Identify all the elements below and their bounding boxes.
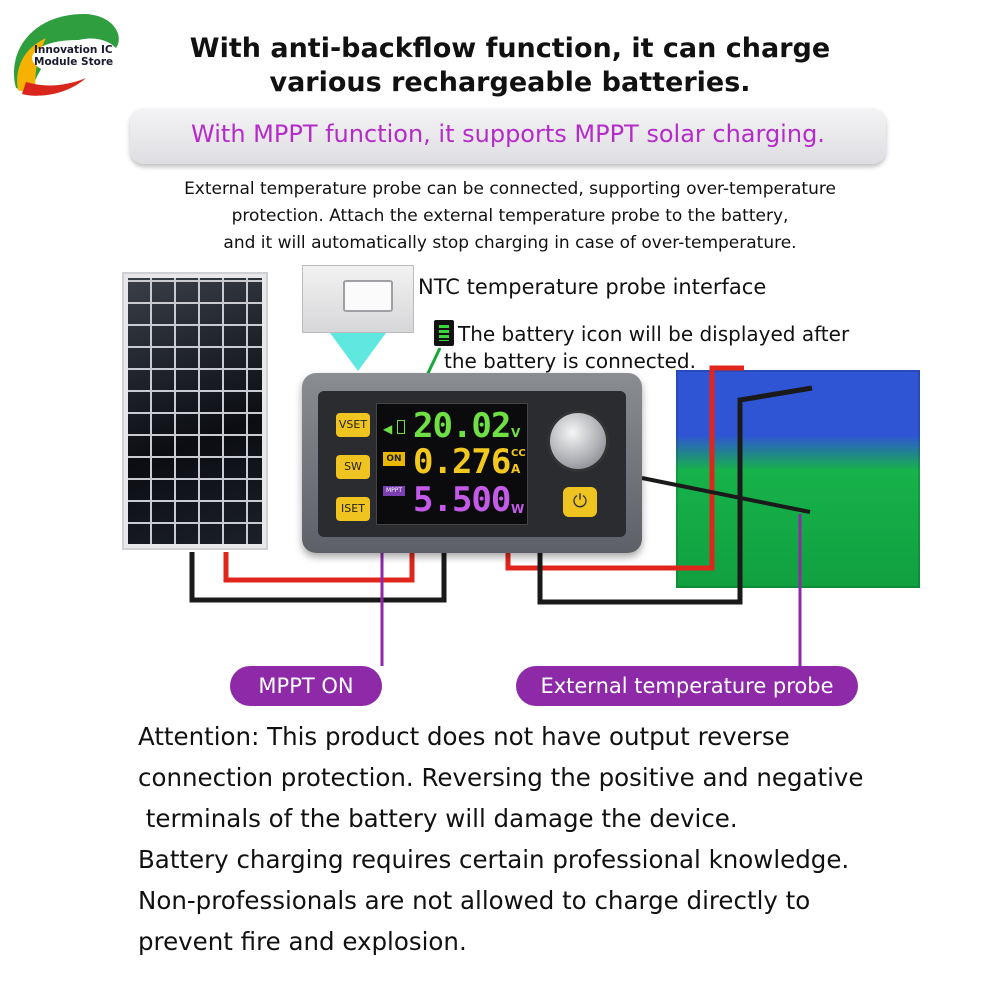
current-readout: 0.276 — [413, 442, 511, 482]
headline-line-2: various rechargeable batteries. — [269, 67, 751, 98]
battery-icon — [397, 420, 405, 434]
battery-note-line-1: The battery icon will be displayed after — [458, 322, 850, 346]
speaker-icon: ◀ — [383, 422, 393, 436]
attention-line-3: terminals of the battery will damage the… — [138, 804, 738, 833]
sw-button[interactable]: SW — [336, 455, 370, 479]
ntc-connector-icon — [343, 280, 393, 312]
headline-line-1: With anti-backflow function, it can char… — [189, 33, 831, 64]
logo-line-2: Module Store — [34, 56, 114, 68]
attention-line-2: connection protection. Reversing the pos… — [138, 763, 864, 792]
attention-line-5: Non-professionals are not allowed to cha… — [138, 886, 811, 915]
description-line-3: and it will automatically stop charging … — [223, 233, 797, 253]
cc-mode-label: CC — [511, 448, 526, 459]
description-line-2: protection. Attach the external temperat… — [231, 206, 789, 226]
external-probe-callout: External temperature probe — [516, 666, 858, 706]
voltage-readout: 20.02 — [413, 406, 511, 446]
leaf-logo-icon — [14, 13, 120, 96]
attention-line-1: Attention: This product does not have ou… — [138, 722, 790, 751]
description-line-1: External temperature probe can be connec… — [184, 179, 836, 199]
logo-line-1: Innovation IC — [34, 44, 113, 56]
solar-cells — [128, 278, 262, 544]
ntc-pointer — [330, 333, 386, 371]
battery-icon-note: The battery icon will be displayed after… — [434, 320, 874, 375]
attention-notice: Attention: This product does not have ou… — [138, 716, 958, 962]
mppt-banner: With MPPT function, it supports MPPT sol… — [130, 108, 886, 164]
device-face: VSET SW ISET ◀ 20.02 V ON 0.276 CC A MPP… — [318, 391, 626, 537]
attention-line-6: prevent fire and explosion. — [138, 927, 467, 956]
attention-line-4: Battery charging requires certain profes… — [138, 845, 850, 874]
external-probe-description: External temperature probe can be connec… — [110, 176, 910, 257]
battery-note-line-2: the battery is connected. — [444, 349, 696, 373]
vset-button[interactable]: VSET — [336, 413, 370, 437]
voltage-unit: V — [511, 426, 521, 440]
rotary-encoder-knob[interactable] — [550, 413, 606, 469]
ntc-interface-photo — [302, 265, 414, 333]
current-unit: A — [511, 462, 521, 476]
battery-icon — [434, 320, 454, 346]
mppt-banner-text: With MPPT function, it supports MPPT sol… — [191, 120, 825, 148]
ntc-interface-label: NTC temperature probe interface — [418, 275, 767, 299]
mppt-badge: MPPT — [383, 486, 405, 496]
mppt-on-callout: MPPT ON — [230, 666, 382, 706]
power-readout: 5.500 — [413, 480, 511, 520]
battery-image — [676, 370, 920, 588]
dc-dc-converter-module: VSET SW ISET ◀ 20.02 V ON 0.276 CC A MPP… — [302, 373, 642, 553]
power-unit: W — [511, 502, 525, 516]
on-badge: ON — [383, 452, 405, 466]
solar-panel-image — [122, 272, 268, 550]
lcd-screen: ◀ 20.02 V ON 0.276 CC A MPPT 5.500 W — [376, 403, 528, 525]
store-logo: Innovation IC Module Store — [6, 8, 126, 100]
headline: With anti-backflow function, it can char… — [150, 32, 870, 100]
power-button[interactable]: ⏻ — [563, 487, 597, 517]
iset-button[interactable]: ISET — [336, 497, 370, 521]
